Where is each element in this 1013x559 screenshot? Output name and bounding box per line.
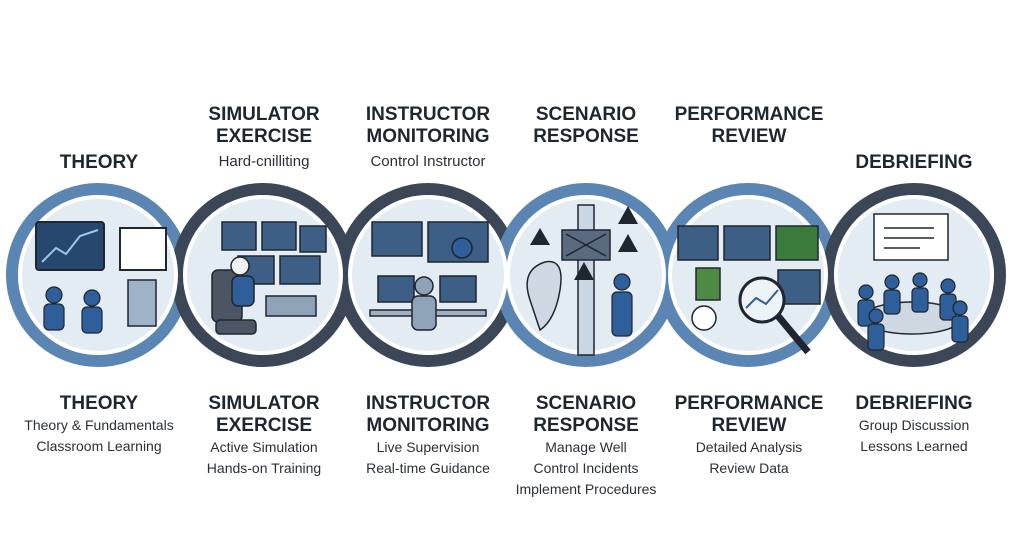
stage-debriefing-bottom: DEBRIEFING Group Discussion Lessons Lear… <box>829 393 999 457</box>
stage-performance-bottom-title: PERFORMANCE REVIEW <box>674 393 824 436</box>
stage-theory-top-title: THEORY <box>59 152 139 173</box>
stage-debriefing-top-title: DEBRIEFING <box>855 152 973 173</box>
stage-instructor-top-title: INSTRUCTOR MONITORING <box>365 104 491 147</box>
stage-debriefing-line-1: Group Discussion <box>858 417 970 433</box>
stage-theory-bottom: THEORY Theory & Fundamentals Classroom L… <box>14 393 184 457</box>
stage-simulator-panel <box>183 195 343 355</box>
stage-instructor-line-1: Live Supervision <box>376 439 480 455</box>
stage-instructor-bottom: INSTRUCTOR MONITORING Live Supervision R… <box>343 393 513 479</box>
group-figures <box>857 272 969 351</box>
student-figures <box>43 286 103 334</box>
stage-scenario-bottom: SCENARIO RESPONSE Manage Well Control In… <box>501 393 671 500</box>
stage-performance-line-2: Review Data <box>709 460 789 476</box>
stage-theory-panel <box>18 195 178 355</box>
stage-theory-line-1: Theory & Fundamentals <box>24 417 174 433</box>
stage-simulator-top-subtitle: Hard-cnilliting <box>218 153 310 170</box>
stage-simulator-top-title: SIMULATOR EXERCISE <box>208 104 320 147</box>
stage-debriefing-panel <box>834 195 994 355</box>
stage-instructor-line-2: Real-time Guidance <box>366 460 490 476</box>
stage-performance-bottom: PERFORMANCE REVIEW Detailed Analysis Rev… <box>664 393 834 479</box>
stage-instructor-top-subtitle: Control Instructor <box>370 153 486 170</box>
stage-instructor-bottom-title: INSTRUCTOR MONITORING <box>365 393 491 436</box>
stage-debriefing-line-2: Lessons Learned <box>860 438 968 454</box>
stage-scenario-line-2: Control Incidents <box>533 460 639 476</box>
stage-simulator-line-1: Active Simulation <box>210 439 318 455</box>
control-console-icon <box>221 221 327 317</box>
whiteboard-icon <box>35 221 167 327</box>
stage-simulator-bottom: SIMULATOR EXERCISE Active Simulation Han… <box>179 393 349 479</box>
stage-scenario-top-title: SCENARIO RESPONSE <box>533 104 639 147</box>
stage-instructor-panel <box>348 195 508 355</box>
responder-figure <box>611 273 633 337</box>
stage-performance-panel <box>668 195 828 355</box>
warning-icon <box>530 206 638 280</box>
stage-scenario-bottom-title: SCENARIO RESPONSE <box>533 393 639 436</box>
stage-theory-bottom-title: THEORY <box>59 393 139 414</box>
stage-performance-line-1: Detailed Analysis <box>695 439 803 455</box>
stage-simulator-bottom-title: SIMULATOR EXERCISE <box>208 393 320 436</box>
magnifier-icon <box>738 276 811 355</box>
monitor-station-icon <box>369 221 489 331</box>
stage-scenario-line-1: Manage Well <box>545 439 627 455</box>
operator-chair-icon <box>211 256 257 335</box>
stage-scenario-line-3: Implement Procedures <box>515 481 657 497</box>
stage-scenario-panel <box>506 195 666 356</box>
stage-performance-top-title: PERFORMANCE REVIEW <box>674 104 824 147</box>
meeting-table-icon <box>861 213 963 335</box>
stage-theory-line-2: Classroom Learning <box>36 438 162 454</box>
stage-simulator-line-2: Hands-on Training <box>206 460 322 476</box>
stage-debriefing-bottom-title: DEBRIEFING <box>855 393 973 414</box>
